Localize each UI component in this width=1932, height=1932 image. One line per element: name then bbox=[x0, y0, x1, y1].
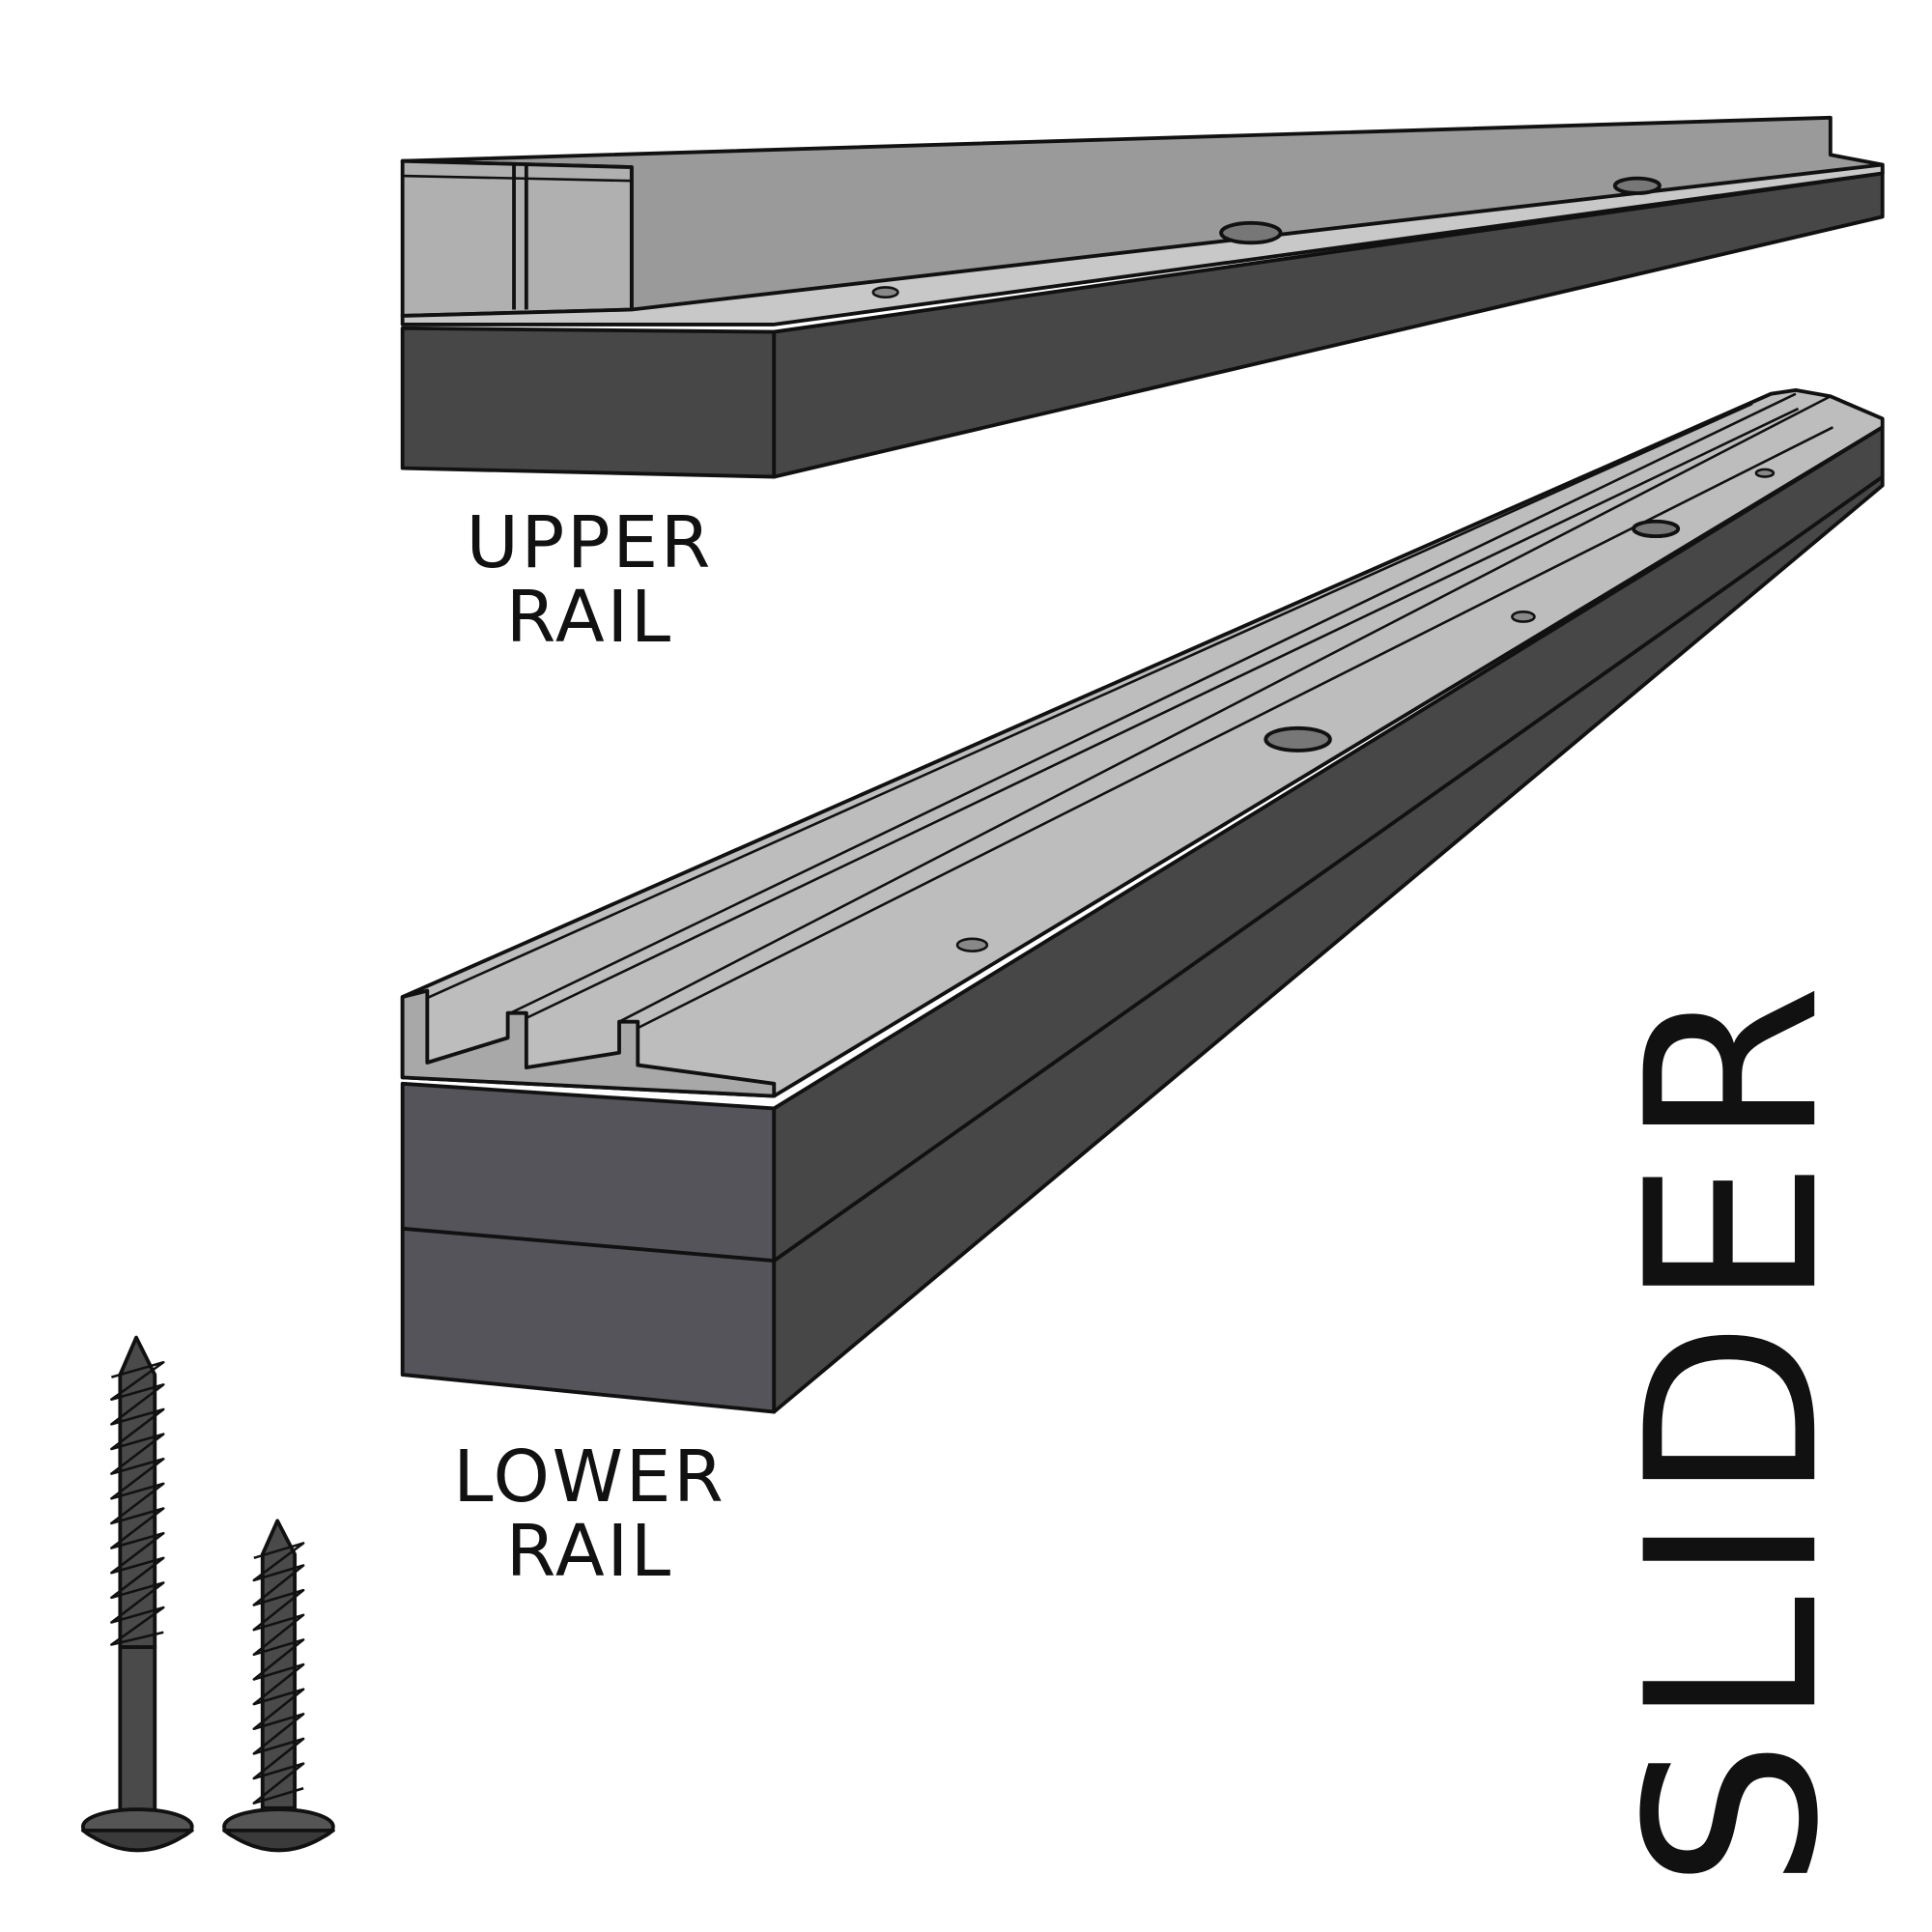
hole-icon bbox=[1754, 468, 1776, 478]
screw-head-icon bbox=[1612, 176, 1662, 195]
upper-rail-label-line1: UPPER bbox=[466, 500, 713, 584]
upper-rail-lip bbox=[400, 162, 1885, 327]
upper-rail-label-line2: RAIL bbox=[506, 575, 673, 659]
upper-rail bbox=[400, 115, 1885, 479]
screw-head-icon bbox=[1264, 725, 1332, 753]
hole-icon bbox=[871, 286, 899, 298]
hole-icon bbox=[955, 937, 989, 952]
upper-rail-profile-front bbox=[400, 158, 634, 318]
lower-rail-block-front bbox=[400, 1081, 777, 1414]
hole-icon bbox=[1511, 611, 1536, 623]
lower-rail-label-line1: LOWER bbox=[453, 1435, 725, 1519]
screw-head-icon bbox=[1219, 220, 1283, 245]
short-screw-icon bbox=[222, 1519, 335, 1853]
lower-rail-label-line2: RAIL bbox=[506, 1509, 673, 1593]
screw-head-icon bbox=[1632, 519, 1681, 539]
long-screw-icon bbox=[80, 1335, 194, 1853]
lower-rail-profile-front bbox=[400, 988, 777, 1098]
upper-rail-block-side bbox=[772, 171, 1885, 479]
product-title: SLIDER bbox=[1597, 972, 1870, 1889]
lower-rail bbox=[400, 387, 1885, 1414]
upper-rail-block-front bbox=[400, 326, 777, 479]
